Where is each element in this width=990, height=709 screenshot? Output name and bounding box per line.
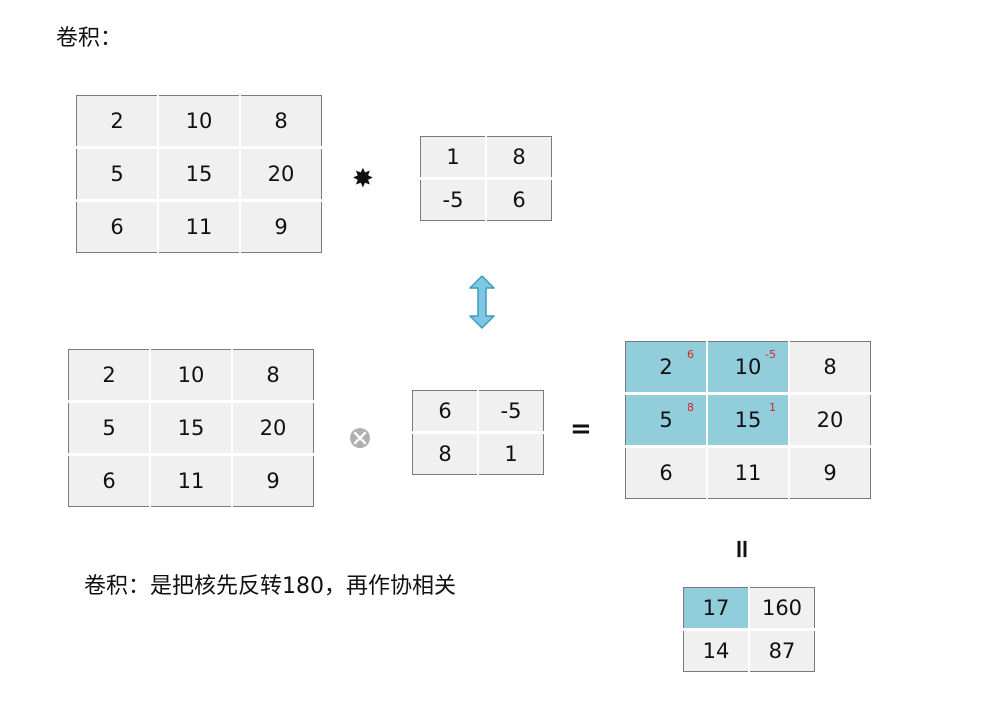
kernel-cell: 6 <box>412 390 479 434</box>
highlighted-cell: 15 1 <box>707 393 790 448</box>
kernel-top: 1 8 -5 6 <box>420 136 552 221</box>
highlighted-cell: 5 8 <box>625 393 708 448</box>
matrix-cell: 11 <box>707 446 790 499</box>
equals-sign: = <box>570 414 592 444</box>
matrix-cell: 20 <box>232 401 314 456</box>
cell-value: 10 <box>734 355 762 379</box>
matrix-cell: 9 <box>823 461 837 485</box>
cell-value: 15 <box>734 408 762 432</box>
kernel-weight: 6 <box>687 348 694 361</box>
matrix-cell: 11 <box>150 454 233 507</box>
kernel-cell: 8 <box>486 136 552 180</box>
input-matrix-bottom: 2 10 8 5 15 20 6 11 9 <box>68 349 314 507</box>
input-matrix-top: 2 10 8 5 15 20 6 11 9 <box>76 95 322 253</box>
output-cell: 14 <box>683 629 750 672</box>
matrix-cell: 8 <box>789 341 871 395</box>
circled-times-icon <box>350 428 370 448</box>
kernel-cell: -5 <box>420 178 487 221</box>
matrix-cell: 10 <box>158 95 241 149</box>
output-cell: 87 <box>768 639 796 663</box>
output-matrix: 17 160 14 87 <box>683 587 815 672</box>
matrix-cell: 15 <box>150 401 233 456</box>
kernel-cell: -5 <box>478 390 544 434</box>
explanation-note: 卷积：是把核先反转180，再作协相关 <box>84 574 456 599</box>
kernel-cell: 1 <box>504 442 518 466</box>
matrix-cell: 8 <box>232 349 314 403</box>
output-cell: 17 <box>683 587 750 631</box>
matrix-cell: 9 <box>266 469 280 493</box>
matrix-cell: 5 <box>76 147 159 202</box>
matrix-cell: 20 <box>789 393 871 448</box>
matrix-cell: 6 <box>68 454 151 507</box>
matrix-cell: 15 <box>158 147 241 202</box>
matrix-cell: 6 <box>625 446 708 499</box>
highlighted-cell: 10 -5 <box>707 341 790 395</box>
matrix-cell: 10 <box>150 349 233 403</box>
matrix-cell: 2 <box>68 349 151 403</box>
kernel-flipped: 6 -5 8 1 <box>412 390 544 475</box>
matrix-cell: 5 <box>68 401 151 456</box>
matrix-cell: 6 <box>76 200 159 253</box>
kernel-cell: 6 <box>512 188 526 212</box>
kernel-weight: -5 <box>765 348 776 361</box>
cell-value: 5 <box>659 408 673 432</box>
windowed-matrix: 2 6 10 -5 8 5 8 15 1 20 6 11 9 <box>625 341 871 499</box>
matrix-cell: 11 <box>158 200 241 253</box>
matrix-cell: 20 <box>240 147 322 202</box>
matrix-cell: 2 <box>76 95 159 149</box>
output-cell: 160 <box>749 587 815 631</box>
matrix-cell: 9 <box>274 215 288 239</box>
matrix-cell: 8 <box>240 95 322 149</box>
cell-value: 2 <box>659 355 673 379</box>
kernel-cell: 1 <box>420 136 487 180</box>
equals-sign-vertical: = <box>726 538 757 560</box>
kernel-weight: 1 <box>769 401 776 414</box>
kernel-cell: 8 <box>412 432 479 475</box>
double-arrow-icon <box>469 275 495 329</box>
highlighted-cell: 2 6 <box>625 341 708 395</box>
convolution-star-icon: ✸ <box>352 164 374 194</box>
kernel-weight: 8 <box>687 401 694 414</box>
page-title: 卷积： <box>56 26 123 51</box>
